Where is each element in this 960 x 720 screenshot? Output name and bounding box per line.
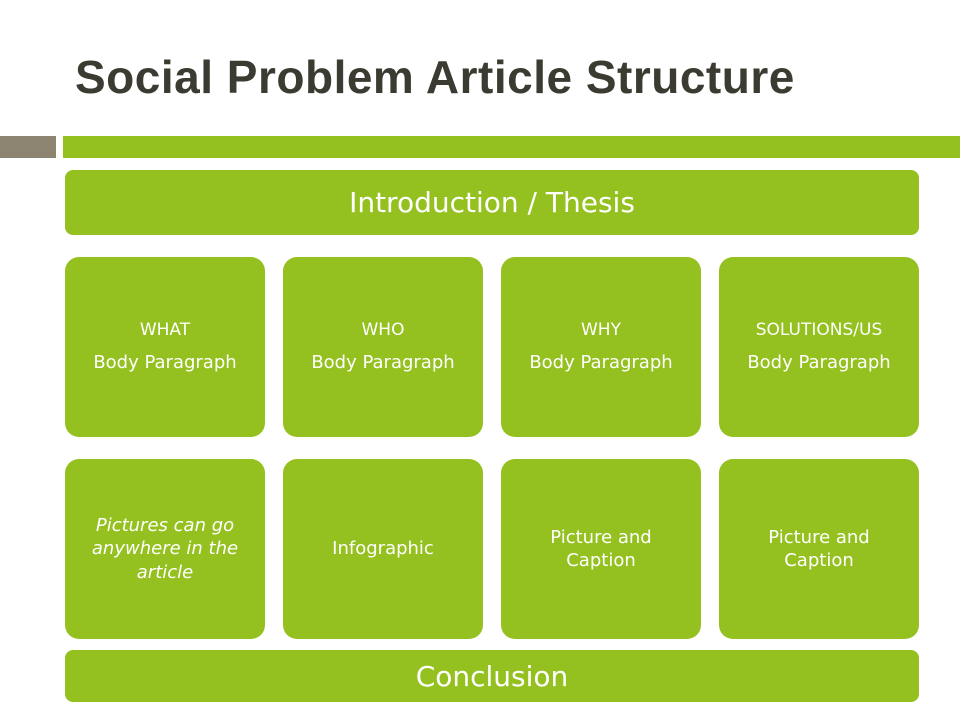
body-text: Body Paragraph — [93, 352, 237, 374]
body-text: Body Paragraph — [529, 352, 673, 374]
media-text: Infographic — [332, 538, 434, 560]
body-heading: WHO — [361, 320, 405, 341]
accent-bar-gray — [0, 136, 56, 158]
conclusion-label: Conclusion — [415, 659, 569, 693]
media-box-pictures: Pictures can go anywhere in the article — [65, 459, 265, 639]
slide-title: Social Problem Article Structure — [75, 51, 795, 103]
media-text: Picture and Caption — [550, 526, 652, 571]
media-text: Pictures can go anywhere in the article — [91, 514, 239, 583]
media-box-picture-caption: Picture and Caption — [719, 459, 919, 639]
body-text: Body Paragraph — [311, 352, 455, 374]
body-heading: WHY — [581, 320, 621, 341]
body-box-solutions: SOLUTIONS/US Body Paragraph — [719, 257, 919, 437]
body-box-what: WHAT Body Paragraph — [65, 257, 265, 437]
body-text: Body Paragraph — [747, 352, 891, 374]
accent-bar-green — [63, 136, 960, 158]
media-box-infographic: Infographic — [283, 459, 483, 639]
intro-label: Introduction / Thesis — [349, 186, 635, 219]
body-heading: WHAT — [139, 320, 191, 341]
body-box-why: WHY Body Paragraph — [501, 257, 701, 437]
intro-thesis-box: Introduction / Thesis — [65, 170, 919, 235]
body-box-who: WHO Body Paragraph — [283, 257, 483, 437]
media-text: Picture and Caption — [768, 526, 870, 571]
media-box-picture-caption: Picture and Caption — [501, 459, 701, 639]
conclusion-box: Conclusion — [65, 650, 919, 702]
body-heading: SOLUTIONS/US — [755, 320, 883, 341]
